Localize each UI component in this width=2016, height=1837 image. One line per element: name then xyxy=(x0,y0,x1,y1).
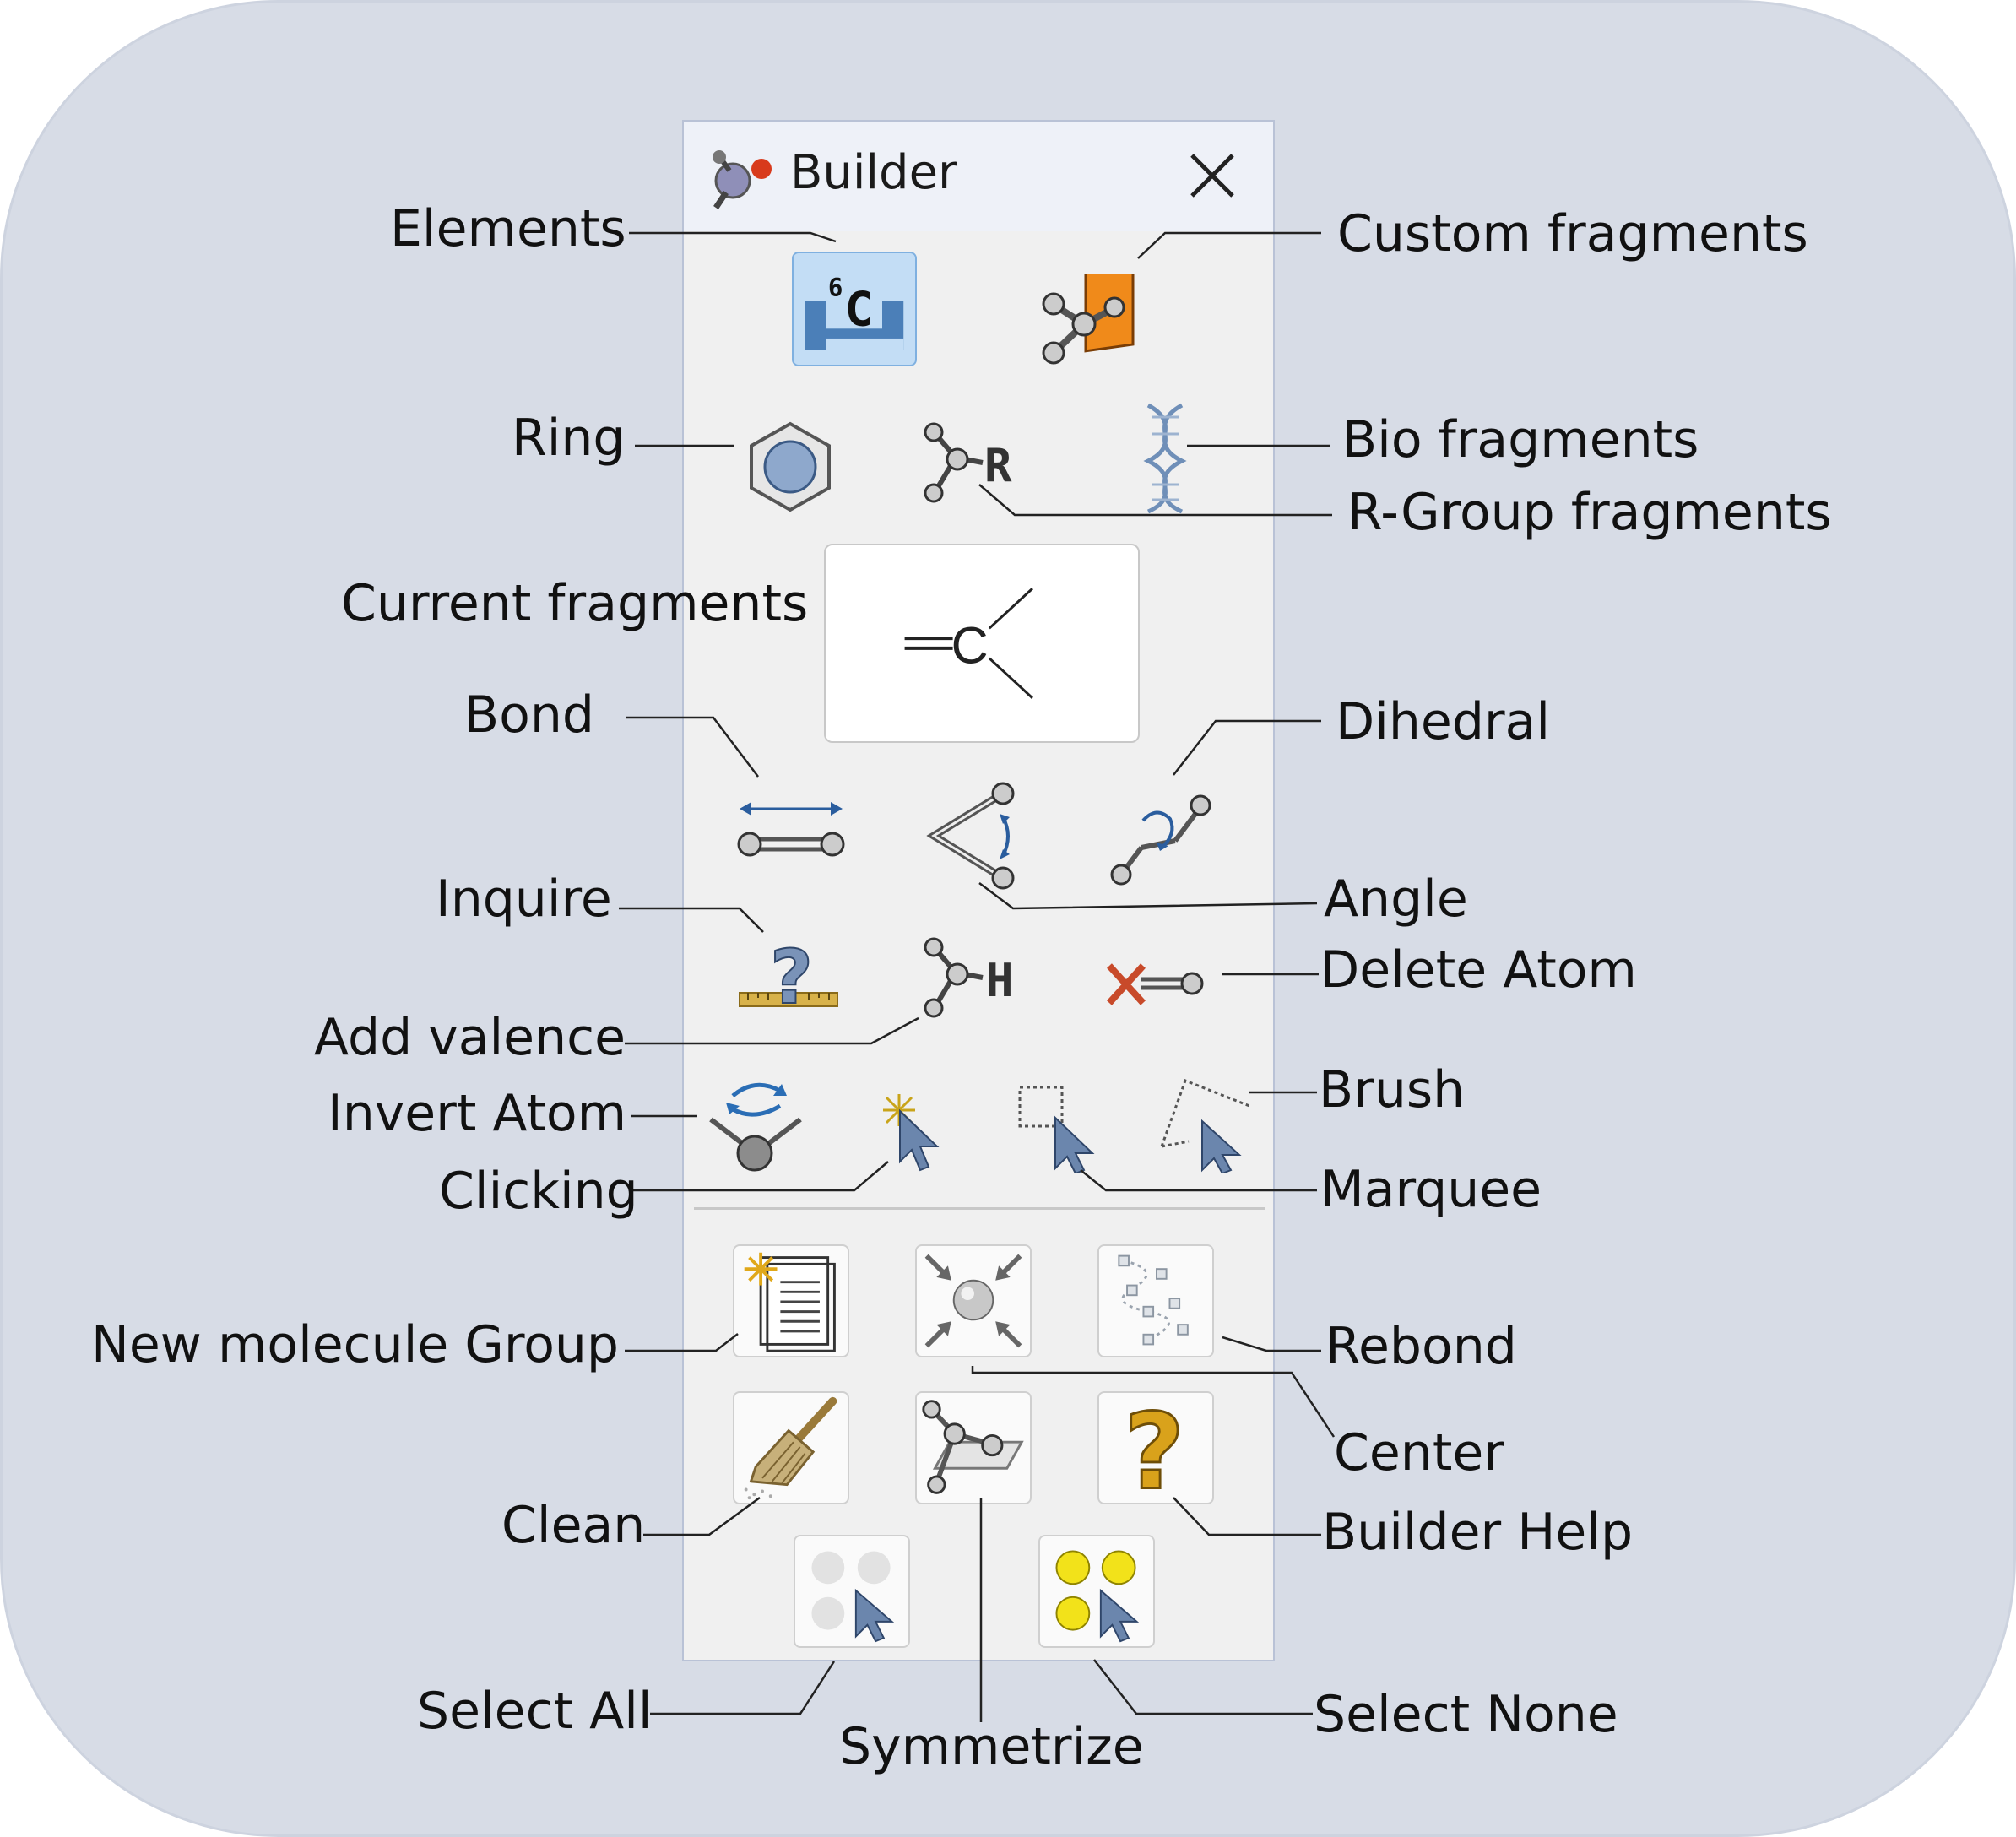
custom-fragments-button[interactable] xyxy=(1037,274,1146,368)
callout-current-fragments: Current fragments xyxy=(341,574,809,633)
r-group-symbol: R xyxy=(984,439,1012,492)
builder-panel: Builder 6 C xyxy=(682,120,1275,1661)
marquee-select-button[interactable] xyxy=(1016,1084,1097,1173)
angle-button[interactable] xyxy=(919,780,1028,890)
builder-app-icon xyxy=(704,140,780,216)
callout-brush: Brush xyxy=(1319,1060,1466,1119)
callout-clicking: Clicking xyxy=(439,1162,638,1221)
callout-angle: Angle xyxy=(1324,870,1468,929)
title-bar[interactable]: Builder xyxy=(684,122,1273,231)
ring-button[interactable] xyxy=(743,419,837,513)
bio-fragments-button[interactable] xyxy=(1135,400,1195,515)
inquire-button[interactable]: ? xyxy=(736,935,841,1028)
rebond-button[interactable] xyxy=(1097,1244,1214,1357)
invert-atom-button[interactable] xyxy=(702,1072,809,1173)
callout-symmetrize: Symmetrize xyxy=(839,1717,1144,1776)
callout-dihedral: Dihedral xyxy=(1336,692,1551,751)
current-fragment-symbol: C xyxy=(951,617,989,675)
callout-center: Center xyxy=(1334,1423,1504,1482)
callout-custom-fragments: Custom fragments xyxy=(1337,204,1808,263)
callout-marquee: Marquee xyxy=(1320,1160,1542,1219)
callout-inquire: Inquire xyxy=(436,870,612,929)
dihedral-button[interactable] xyxy=(1106,780,1216,890)
callout-ring: Ring xyxy=(512,409,626,468)
callout-r-group-fragments: R-Group fragments xyxy=(1347,483,1832,542)
window-title: Builder xyxy=(790,145,958,200)
elements-atomic-number: 6 xyxy=(828,273,843,301)
callout-rebond: Rebond xyxy=(1325,1317,1517,1376)
callout-select-none: Select None xyxy=(1314,1685,1618,1744)
elements-symbol: C xyxy=(844,282,873,337)
callout-select-all: Select All xyxy=(417,1682,653,1741)
delete-atom-button[interactable] xyxy=(1103,949,1212,1016)
elements-button[interactable]: 6 C xyxy=(792,252,917,366)
bond-button[interactable] xyxy=(736,799,846,859)
callout-add-valence: Add valence xyxy=(314,1008,626,1067)
symmetrize-button[interactable] xyxy=(915,1391,1032,1504)
clicking-select-button[interactable] xyxy=(881,1092,946,1173)
callout-elements: Elements xyxy=(390,199,626,258)
callout-invert-atom: Invert Atom xyxy=(328,1084,627,1143)
current-fragment-preview[interactable]: C xyxy=(824,544,1140,743)
callout-builder-help: Builder Help xyxy=(1322,1503,1634,1562)
svg-text:?: ? xyxy=(1124,1393,1184,1503)
select-none-button[interactable] xyxy=(1038,1535,1155,1648)
add-valence-button[interactable]: H xyxy=(919,934,1028,1027)
svg-text:?: ? xyxy=(770,935,813,1021)
clean-button[interactable] xyxy=(733,1391,849,1504)
callout-clean: Clean xyxy=(501,1496,646,1555)
add-valence-symbol: H xyxy=(986,954,1014,1007)
builder-help-button[interactable]: ? xyxy=(1097,1391,1214,1504)
callout-delete-atom: Delete Atom xyxy=(1320,940,1637,1000)
callout-bio-fragments: Bio fragments xyxy=(1342,410,1699,469)
separator xyxy=(694,1207,1265,1210)
brush-select-button[interactable] xyxy=(1155,1076,1260,1173)
close-icon[interactable] xyxy=(1180,144,1244,208)
r-group-fragments-button[interactable]: R xyxy=(919,419,1037,512)
callout-new-molecule-group: New molecule Group xyxy=(91,1315,620,1374)
select-all-button[interactable] xyxy=(794,1535,910,1648)
new-molecule-group-button[interactable] xyxy=(733,1244,849,1357)
center-button[interactable] xyxy=(915,1244,1032,1357)
callout-bond: Bond xyxy=(464,685,594,745)
